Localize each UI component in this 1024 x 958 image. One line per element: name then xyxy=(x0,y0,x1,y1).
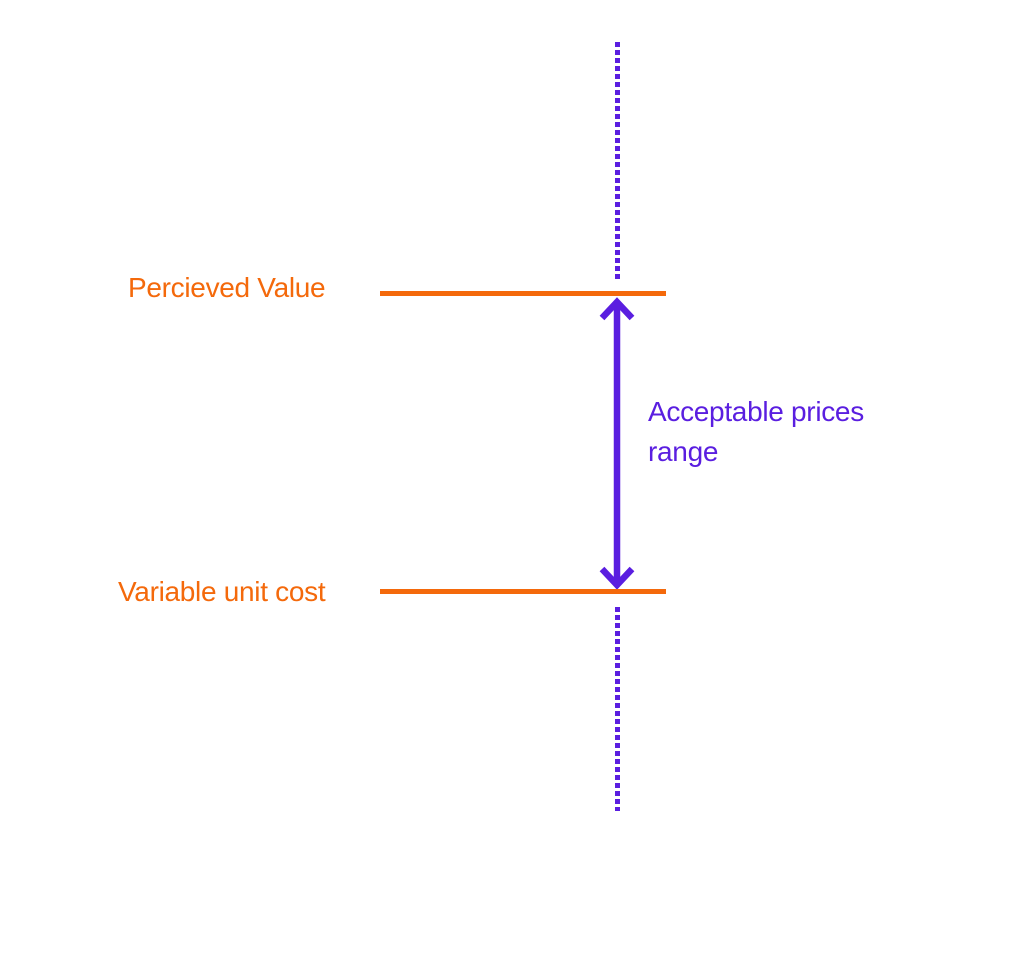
price-range-arrow xyxy=(599,297,635,590)
perceived-value-line xyxy=(380,291,666,296)
variable-unit-cost-line xyxy=(380,589,666,594)
acceptable-prices-range-label: Acceptable prices range xyxy=(648,396,864,467)
dotted-extension-bottom xyxy=(615,607,620,811)
variable-unit-cost-label: Variable unit cost xyxy=(118,576,326,607)
dotted-extension-top xyxy=(615,42,620,279)
perceived-value-label: Percieved Value xyxy=(128,272,326,303)
